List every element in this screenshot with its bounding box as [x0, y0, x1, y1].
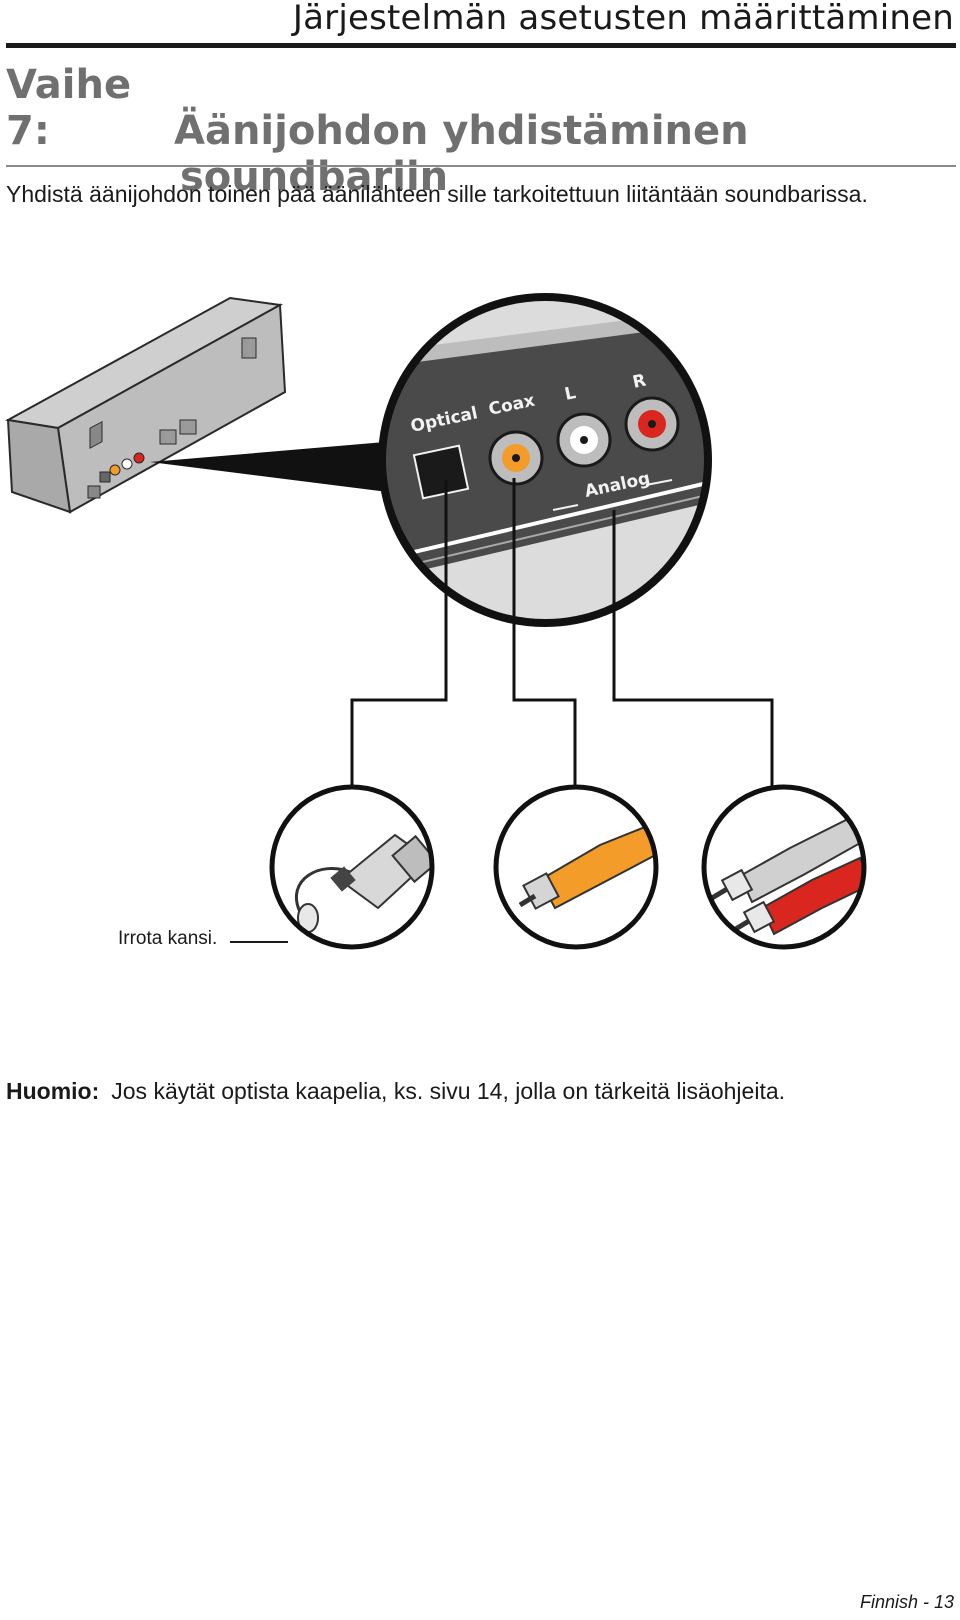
left-label: L: [563, 383, 578, 405]
optical-port: [412, 444, 470, 500]
step-title-line1: Äänijohdon yhdistäminen: [174, 108, 749, 154]
step-number: Vaihe 7:: [6, 62, 132, 154]
coax-connector-circle: [493, 784, 659, 950]
analog-right-port: [624, 396, 680, 452]
page-footer: Finnish - 13: [859, 1592, 954, 1612]
analog-left-port: [556, 412, 612, 468]
right-label: R: [631, 371, 648, 393]
leader-lines: [350, 478, 774, 800]
optical-connector-circle: [269, 784, 435, 950]
heading-rule: [6, 165, 956, 167]
connection-diagram: Optical Coax L R Analog: [4, 293, 867, 950]
header-rule: [6, 43, 956, 48]
zoom-circle: Optical Coax L R Analog: [378, 293, 712, 627]
section-title: Järjestelmän asetusten määrittäminen: [292, 0, 954, 38]
coax-port: [488, 430, 544, 486]
cap-removal-caption: Irrota kansi.: [118, 928, 218, 949]
caption-leader-line: [230, 941, 288, 943]
intro-text: Yhdistä äänijohdon toinen pää äänilähtee…: [6, 181, 868, 207]
step-heading: Vaihe 7: Äänijohdon yhdistäminen soundbar…: [6, 62, 906, 200]
zoom-pointer: [150, 442, 388, 492]
step-title-line2: soundbariin: [180, 154, 449, 200]
note: Huomio: Jos käytät optista kaapelia, ks. …: [6, 1078, 785, 1105]
analog-connector-circle: [701, 784, 867, 950]
note-text: Jos käytät optista kaapelia, ks. sivu 14…: [111, 1078, 786, 1104]
note-label: Huomio:: [6, 1078, 100, 1104]
soundbar-illustration: [4, 296, 287, 514]
